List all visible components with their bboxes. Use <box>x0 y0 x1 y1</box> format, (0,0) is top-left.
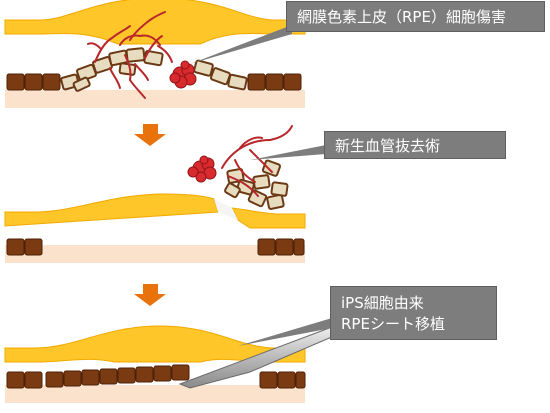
removed-damaged-cells <box>224 159 289 210</box>
rpe-cell-row <box>6 238 305 256</box>
panel-rpe-damage <box>4 0 306 108</box>
transplant-needle <box>178 323 349 389</box>
rpe-cell-row <box>6 73 302 91</box>
hemorrhage-clot <box>169 60 197 89</box>
panel-surgery <box>4 125 326 263</box>
extracted-vessels <box>221 125 293 197</box>
callout-pointer-1 <box>190 25 292 64</box>
callout-rpe-damage: 網膜色素上皮（RPE）細胞傷害 <box>286 1 545 32</box>
panel-transplant <box>4 318 349 403</box>
choroid-layer <box>5 245 305 263</box>
flow-arrow-1 <box>134 124 166 146</box>
retina-layer-right <box>231 207 306 229</box>
choroid-layer <box>5 385 305 403</box>
transplanted-rpe-sheet <box>45 364 190 388</box>
callout-transplant: iPS細胞由来 RPEシート移植 <box>330 286 497 340</box>
callout-surgery: 新生血管抜去術 <box>324 131 506 159</box>
neovascular-vessels <box>87 11 173 99</box>
hemorrhage-clot <box>187 155 217 183</box>
flow-arrow-2 <box>134 284 166 306</box>
callout-surgery-text: 新生血管抜去術 <box>335 137 441 155</box>
choroid-layer <box>5 90 305 108</box>
callout-pointer-3 <box>238 318 332 346</box>
callout-rpe-damage-text: 網膜色素上皮（RPE）細胞傷害 <box>297 8 506 26</box>
callout-pointer-2 <box>250 145 326 160</box>
retina-tear-gap <box>214 199 238 220</box>
rpe-cell-row <box>6 371 306 389</box>
retina-layer <box>4 193 219 227</box>
damaged-rpe-cells <box>60 47 248 92</box>
callout-transplant-line1: iPS細胞由来 <box>341 294 424 312</box>
callout-transplant-line2: RPEシート移植 <box>341 315 445 333</box>
